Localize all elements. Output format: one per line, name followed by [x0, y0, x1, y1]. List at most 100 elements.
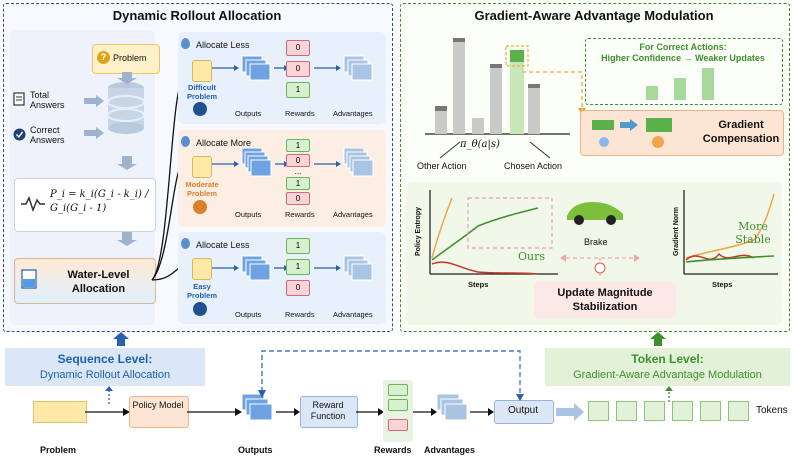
row1-rewards-group: 0 0 1	[286, 40, 310, 98]
row1-advantages-label: Advantages	[333, 109, 373, 118]
drops-icon-3	[181, 238, 190, 249]
row1-head-icon	[193, 102, 207, 116]
sequence-level-label: Sequence Level:	[57, 352, 153, 366]
pipeline-outputs-stack	[241, 393, 273, 421]
token-dotted-up-arrow	[665, 386, 673, 402]
correct-answers-label: Correct Answers	[30, 125, 65, 145]
pipeline-problem-box	[33, 401, 87, 423]
row3-problem-label: Easy Problem	[186, 282, 217, 300]
row3-head-icon	[193, 302, 207, 316]
pipeline-arrow-4	[356, 408, 384, 416]
row2-reward-1: 0	[286, 154, 310, 167]
row2-advantages-label: Advantages	[333, 210, 373, 219]
row-easy-bg	[178, 232, 386, 324]
gradient-norm-ylabel: Gradient Norm	[673, 206, 681, 257]
bottom-problem-label: Problem	[40, 445, 77, 455]
water-level-icon	[21, 269, 37, 289]
row-difficult-bg	[178, 32, 386, 124]
sequence-level-sub: Dynamic Rollout Allocation	[39, 369, 171, 381]
policy-entropy-ylabel: Policy Entropy	[415, 206, 423, 257]
policy-entropy-chart	[429, 190, 558, 275]
document-icon	[13, 92, 25, 106]
pipeline-reward-red-1	[388, 419, 408, 431]
token-2	[616, 401, 637, 421]
row2-reward-ellipsis: ...	[294, 167, 302, 176]
wave-icon	[21, 196, 45, 213]
row2-problem-label: Moderate Problem	[185, 180, 219, 198]
formula: P_i = k_i(G_i - k_i) / G_i(G_i - 1)	[50, 188, 150, 216]
row3-rewards-group: 1 1 0	[286, 238, 310, 296]
token-5	[700, 401, 721, 421]
pipeline-rewards-group	[383, 380, 413, 442]
pipeline-advantages-stack	[436, 393, 468, 421]
action-probability-bars	[425, 38, 570, 135]
gradient-compensation-box	[580, 110, 784, 156]
brake-label: Brake	[584, 237, 608, 247]
token-6	[728, 401, 749, 421]
car-icon	[567, 202, 623, 225]
correct-actions-line2: Higher Confidence → Weaker Updates	[601, 53, 765, 63]
compensation-bars	[592, 118, 672, 148]
water-level-box	[14, 258, 156, 304]
gradient-norm-chart	[683, 190, 778, 275]
gradient-norm-xlabel: Steps	[712, 280, 733, 289]
pipeline-arrow-6	[470, 408, 494, 416]
row3-flow	[212, 255, 373, 281]
pipeline-reward-green-1	[388, 384, 408, 396]
reward-function-label: Reward Function	[310, 400, 346, 421]
database-icon	[107, 82, 145, 134]
dotted-up-arrow	[105, 386, 113, 404]
update-stabilization-box	[534, 282, 676, 318]
tokens-label: Tokens	[756, 405, 788, 416]
output-box	[494, 400, 554, 424]
left-column-arrows	[117, 72, 137, 246]
correct-actions-box	[585, 38, 783, 105]
correct-actions-line1: For Correct Actions:	[639, 42, 727, 52]
row2-flow	[212, 147, 374, 177]
row3-reward-1: 1	[286, 259, 310, 275]
row-moderate-bg	[178, 130, 386, 227]
up-arrow-right	[650, 332, 666, 346]
row2-head-icon	[193, 200, 207, 214]
drops-icon-2	[181, 136, 190, 147]
token-3	[644, 401, 665, 421]
bottom-rewards-label: Rewards	[374, 445, 412, 455]
left-panel-title: Dynamic Rollout Allocation	[112, 8, 282, 23]
row1-reward-2: 1	[286, 82, 310, 98]
pipeline-arrow-5	[413, 408, 437, 416]
pipeline-arrow-1	[85, 408, 130, 416]
policy-label: π_θ(a|s)	[460, 139, 500, 150]
row2-problem-square	[192, 156, 212, 178]
pipeline-reward-green-2	[388, 399, 408, 411]
bottom-outputs-label: Outputs	[238, 445, 273, 455]
row2-outputs-label: Outputs	[235, 210, 262, 219]
more-stable-label: More Stable	[735, 220, 771, 246]
row3-rewards-label: Rewards	[285, 310, 315, 319]
orange-dashed-connector	[522, 71, 586, 116]
feedback-dashed-line	[258, 350, 524, 401]
sequence-level-box	[5, 348, 205, 386]
row3-outputs-label: Outputs	[235, 310, 262, 319]
row2-reward-4: 0	[286, 192, 310, 205]
output-label: Output	[507, 405, 539, 416]
question-icon: ?	[97, 51, 110, 64]
action-pointer-lines	[439, 141, 551, 159]
policy-model-label: Policy Model	[132, 400, 184, 410]
row3-advantages-label: Advantages	[333, 310, 373, 319]
up-arrow-left	[113, 332, 129, 346]
token-1	[588, 401, 609, 421]
row3-problem-square	[192, 258, 212, 280]
policy-entropy-xlabel: Steps	[468, 280, 489, 289]
pipeline-arrow-3	[276, 408, 300, 416]
token-squares	[588, 401, 753, 421]
row1-rewards-label: Rewards	[285, 109, 315, 118]
row1-problem-label: Difficult Problem	[186, 83, 217, 101]
check-icon	[13, 128, 26, 141]
ours-label: Ours	[518, 250, 546, 263]
row1-problem-square	[192, 60, 212, 82]
row3-reward-2: 0	[286, 280, 310, 296]
row-moderate-header: Allocate More	[196, 138, 252, 148]
row1-flow	[212, 55, 373, 81]
formula-text: P_i = k_i(G_i - k_i) / G_i(G_i - 1)	[50, 189, 149, 214]
gradient-compensation-label: Gradient Compensation	[702, 119, 780, 145]
